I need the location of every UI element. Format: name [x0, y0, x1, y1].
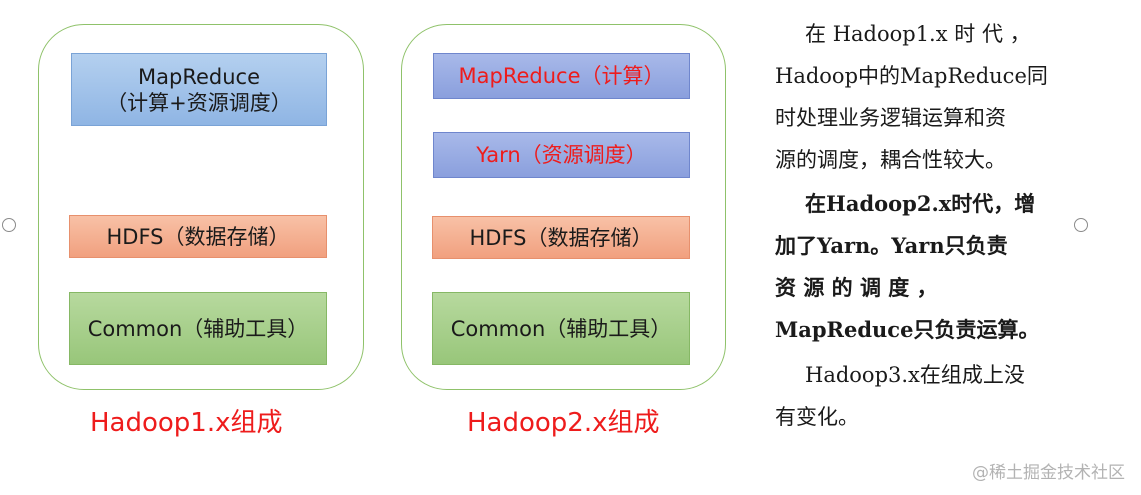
common-box-v2: Common（辅助工具） — [432, 292, 690, 365]
p2-line1: 在Hadoop2.x时代，增 — [805, 191, 1036, 216]
p1-word: 时 — [954, 22, 976, 46]
hdfs-box-v2-label: HDFS（数据存储） — [469, 225, 653, 250]
mapreduce-box-v2-label: MapReduce（计算） — [458, 64, 665, 88]
mapreduce-box-v1-line2: （计算+资源调度） — [106, 90, 292, 115]
paragraph-hadoop3: Hadoop3.x在组成上没 有变化。 — [775, 354, 1043, 438]
watermark-text: @稀土掘金技术社区 — [972, 463, 1125, 483]
hadoop1-caption: Hadoop1.x组成 — [90, 408, 283, 438]
p2-word: 资 — [775, 275, 796, 300]
p2-line3: 资 源 的 调 度 ， — [775, 267, 1043, 309]
resize-handle-right[interactable] — [1074, 218, 1088, 232]
yarn-box-v2-label: Yarn（资源调度） — [476, 143, 647, 167]
p2-word: 源 — [803, 275, 825, 300]
p3-line2: 有变化。 — [775, 405, 859, 429]
p2-word: 度 — [888, 275, 910, 300]
p1-line4: 源的调度，耦合性较大。 — [775, 148, 1006, 172]
mapreduce-box-v1: MapReduce （计算+资源调度） — [71, 53, 327, 126]
p1-line3: 时处理业务逻辑运算和资 — [775, 106, 1006, 130]
resize-handle-left[interactable] — [2, 218, 16, 232]
hadoop2-caption: Hadoop2.x组成 — [467, 408, 660, 438]
p2-word: 的 — [831, 275, 853, 300]
p1-line1: 在 Hadoop1.x 时 代 ， — [775, 13, 1043, 55]
hdfs-box-v2: HDFS（数据存储） — [432, 216, 690, 259]
p3-line1: Hadoop3.x在组成上没 — [805, 363, 1025, 387]
p2-word: ， — [916, 275, 938, 300]
p2-line4: MapReduce只负责运算。 — [775, 317, 1040, 342]
paragraph-hadoop2: 在Hadoop2.x时代，增 加了Yarn。Yarn只负责 资 源 的 调 度 … — [775, 183, 1043, 351]
mapreduce-box-v2: MapReduce（计算） — [433, 53, 690, 99]
p1-line2: Hadoop中的MapReduce同 — [775, 64, 1048, 88]
mapreduce-box-v1-line1: MapReduce — [138, 64, 260, 89]
hdfs-box-v1: HDFS（数据存储） — [69, 215, 327, 258]
yarn-box-v2: Yarn（资源调度） — [433, 132, 690, 178]
common-box-v1-label: Common（辅助工具） — [87, 316, 309, 341]
common-box-v2-label: Common（辅助工具） — [450, 316, 672, 341]
common-box-v1: Common（辅助工具） — [69, 292, 327, 365]
paragraph-hadoop1: 在 Hadoop1.x 时 代 ， Hadoop中的MapReduce同 时处理… — [775, 13, 1048, 181]
p2-word: 调 — [859, 275, 881, 300]
p1-word: 代 — [981, 22, 1003, 46]
p1-word: 在 — [805, 22, 826, 46]
p2-line2: 加了Yarn。Yarn只负责 — [775, 233, 1008, 258]
p1-word: ， — [1009, 22, 1031, 46]
p1-word: Hadoop1.x — [832, 22, 948, 46]
hdfs-box-v1-label: HDFS（数据存储） — [106, 224, 290, 249]
